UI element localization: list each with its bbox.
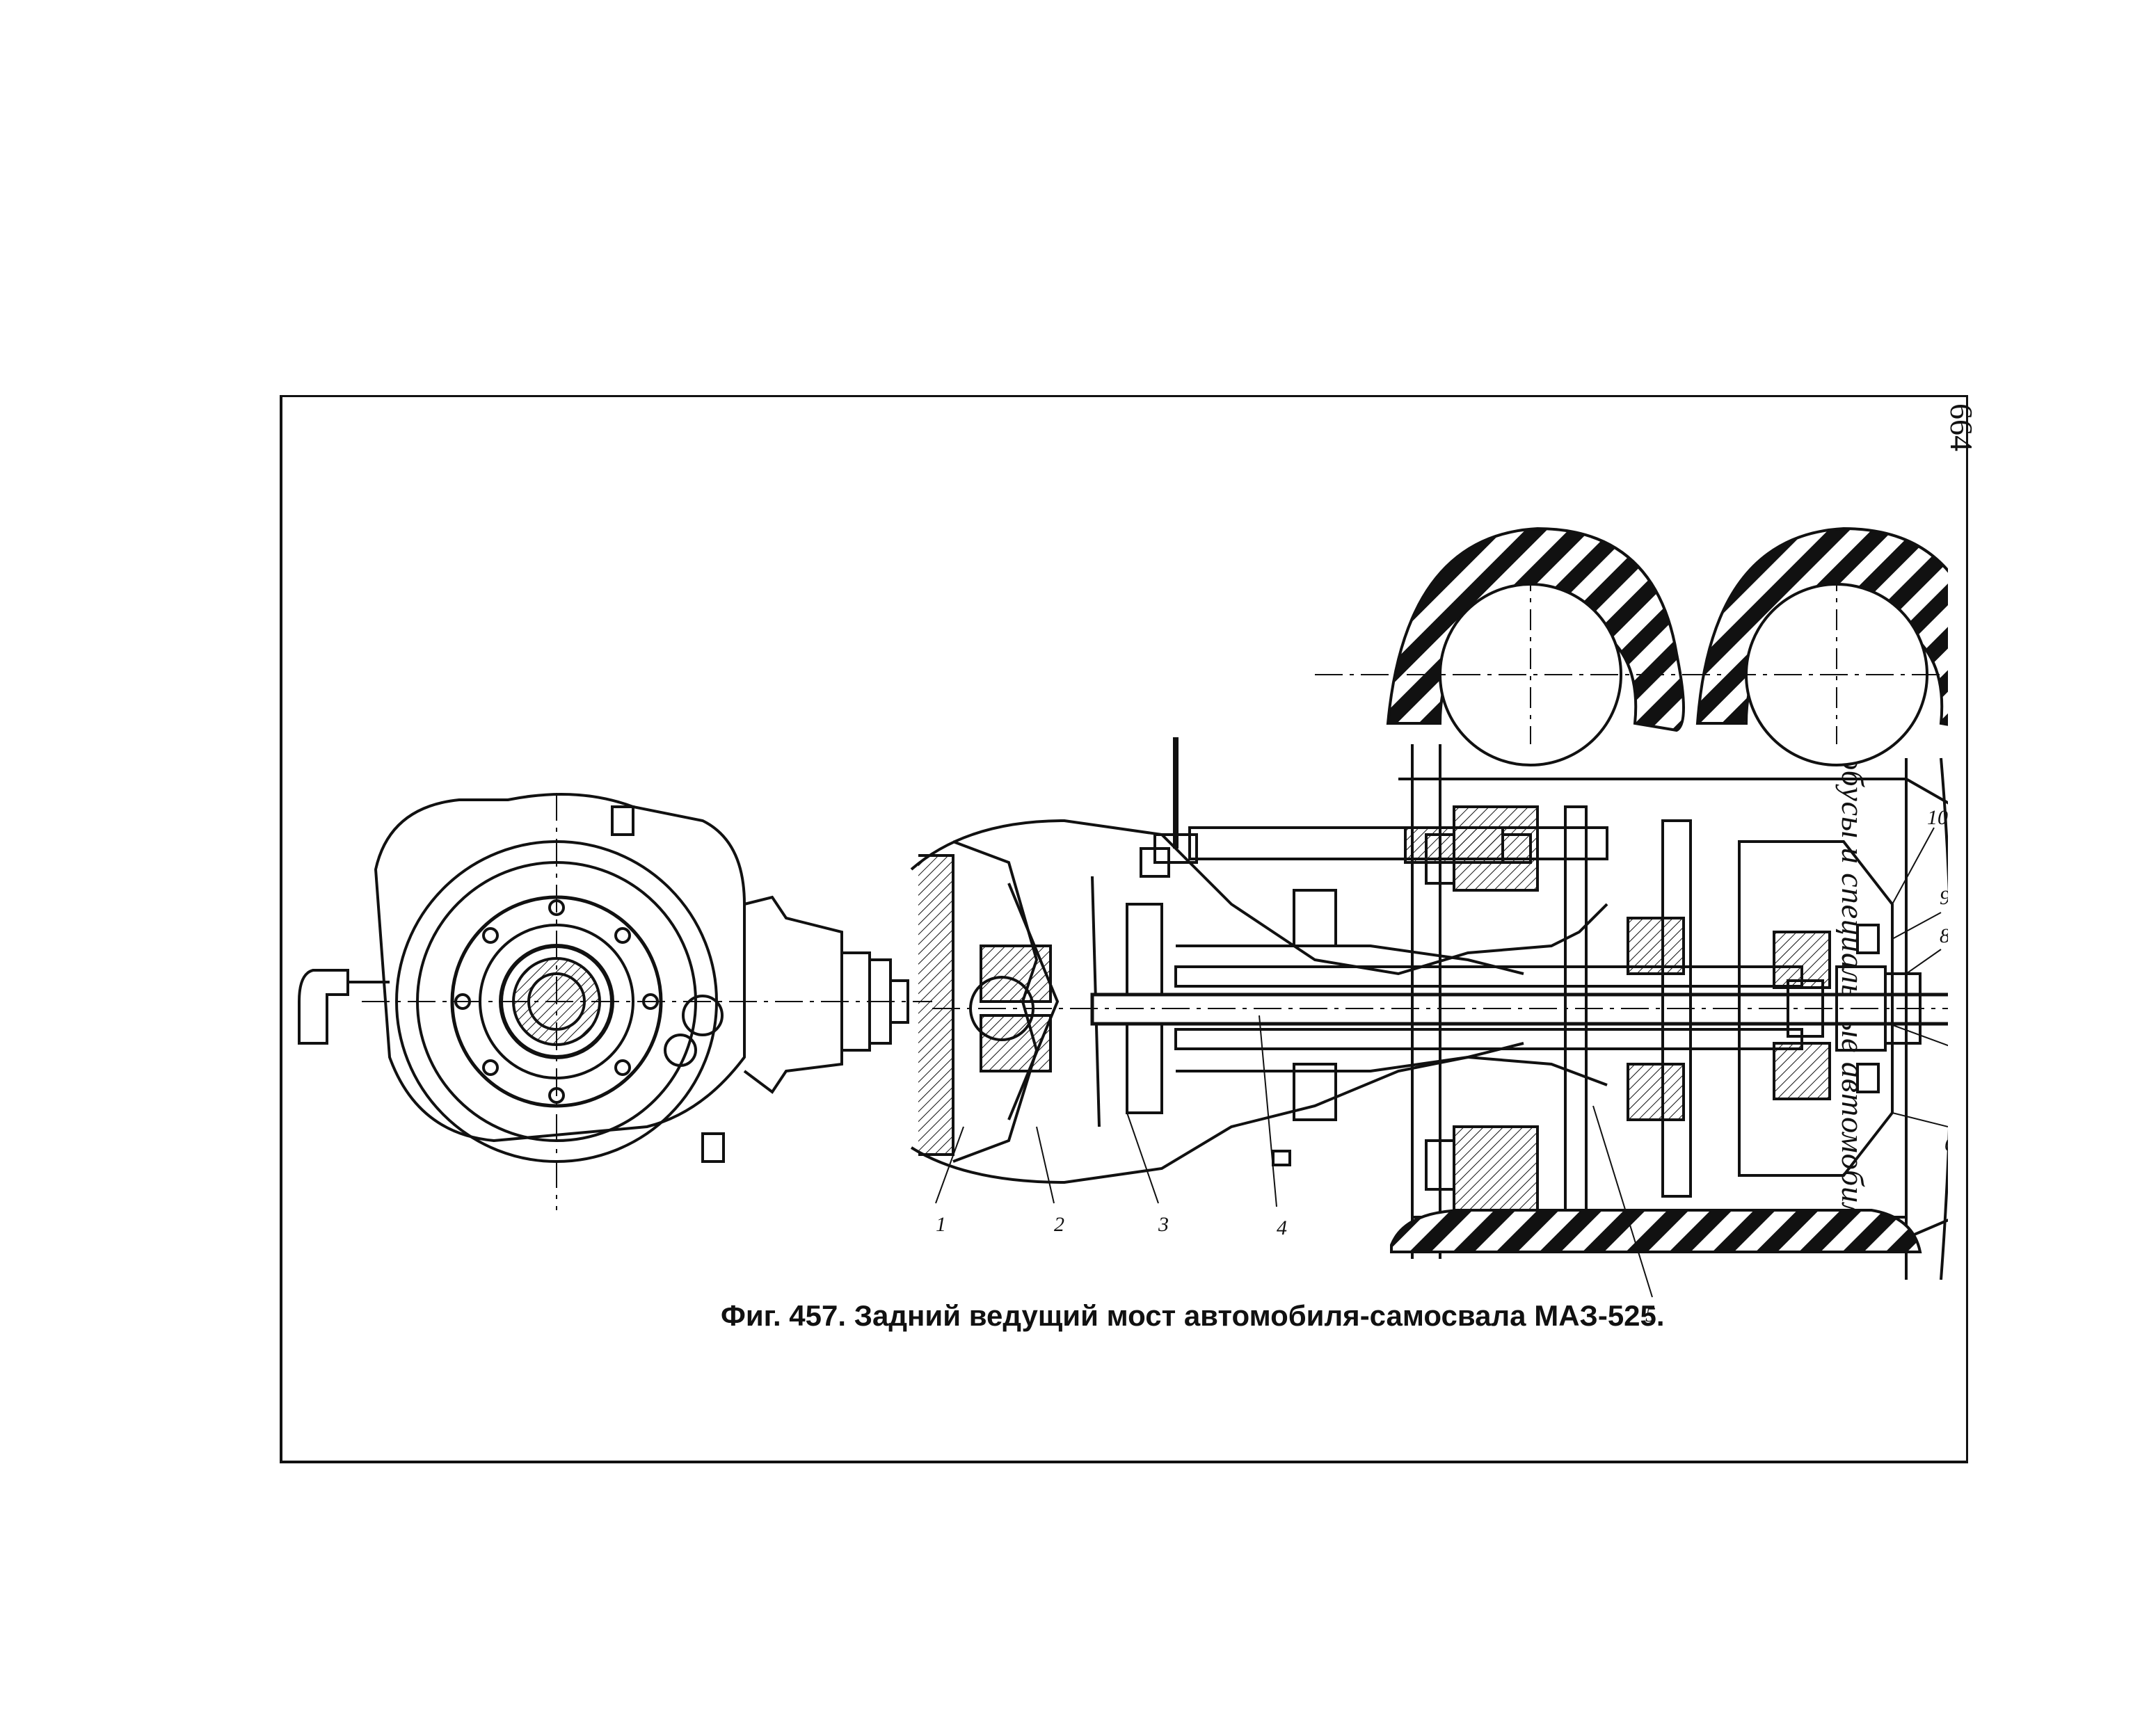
callouts xyxy=(935,827,1948,1298)
callout-5: 5 xyxy=(1645,1303,1656,1326)
callout-3: 3 xyxy=(1158,1213,1169,1236)
callout-6: 6 xyxy=(1944,1133,1948,1156)
callout-8: 8 xyxy=(1940,924,1948,947)
figure-drawing: 1 2 3 4 5 6 7 8 9 10 xyxy=(298,527,1948,1326)
housing-end-view xyxy=(298,793,932,1210)
margin-rule xyxy=(1966,395,1968,1463)
figure-caption: Фиг. 457. Задний ведущий мост автомобиля… xyxy=(721,1299,1665,1332)
callout-2: 2 xyxy=(1054,1213,1064,1236)
wheel-hub-section xyxy=(1315,527,1948,1280)
page-number: 664 xyxy=(1944,403,1979,451)
callout-10: 10 xyxy=(1927,806,1948,829)
page-frame xyxy=(280,395,1967,1463)
callout-1: 1 xyxy=(936,1213,946,1236)
callout-4: 4 xyxy=(1277,1216,1287,1239)
callout-9: 9 xyxy=(1940,886,1948,909)
callout-labels: 1 2 3 4 5 6 7 8 9 10 xyxy=(936,806,1948,1326)
